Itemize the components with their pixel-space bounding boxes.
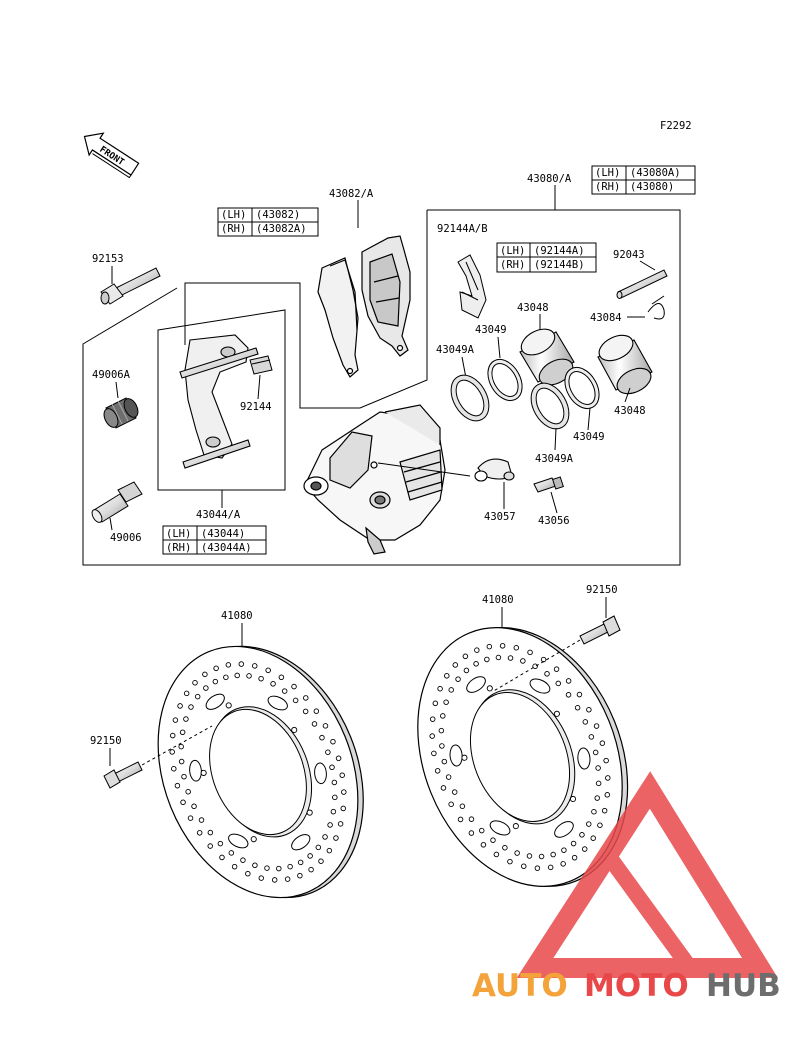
seal-ring-top [487, 359, 523, 401]
pads-rh-part: (43082A) [256, 223, 307, 235]
label-43084: 43084 [590, 312, 622, 324]
label-43080a: 43080/A [527, 173, 572, 185]
pin-clip [647, 295, 665, 320]
label-49006: 49006 [110, 532, 142, 544]
front-arrow-icon: FRONT [83, 132, 140, 179]
spring-rh-part: (92144B) [534, 259, 585, 271]
caliper-lh-side: (LH) [595, 167, 620, 179]
watermark-moto: MOTO [584, 968, 689, 1004]
label-41080-right: 41080 [482, 594, 514, 606]
ref-table-spring: (LH) (92144A) (RH) (92144B) [496, 242, 597, 273]
brake-disc-left [157, 645, 364, 899]
dust-seal-top [450, 374, 490, 422]
caliper-body [303, 404, 446, 555]
bracket-rh-part: (43044A) [201, 542, 252, 554]
label-92043: 92043 [613, 249, 645, 261]
pads-rh-side: (RH) [221, 223, 246, 235]
piston-top [519, 328, 575, 386]
piston-bottom [597, 334, 653, 395]
label-43048-top: 43048 [517, 302, 549, 314]
label-43056: 43056 [538, 515, 570, 527]
rubber-boot [103, 397, 139, 429]
seal-ring-bottom [564, 367, 600, 409]
label-43049a-bottom: 43049A [535, 453, 574, 465]
label-43049-top: 43049 [475, 324, 507, 336]
ref-table-bracket: (LH) (43044) (RH) (43044A) [162, 525, 267, 555]
label-92150-left: 92150 [90, 735, 122, 747]
watermark-hub: HUB [706, 968, 781, 1004]
label-92144ab: 92144A/B [437, 223, 488, 235]
caliper-rh-part: (43080) [630, 181, 674, 193]
ref-table-pads: (LH) (43082) (RH) (43082A) [217, 207, 319, 237]
slide-pin [91, 481, 143, 523]
label-49006a: 49006A [92, 369, 131, 381]
label-92153: 92153 [92, 253, 124, 265]
pad-pin [616, 269, 668, 299]
spring-rh-side: (RH) [500, 259, 525, 271]
spring-lh-side: (LH) [500, 245, 525, 257]
dust-seal-bottom [530, 382, 570, 430]
label-43082a: 43082/A [329, 188, 374, 200]
label-92150-right: 92150 [586, 584, 618, 596]
label-43049-bottom: 43049 [573, 431, 605, 443]
watermark-logo: AUTO MOTO HUB [472, 771, 781, 1004]
mounting-bolt [100, 267, 161, 305]
brake-pads [317, 235, 411, 378]
figure-code: F2292 [660, 120, 692, 132]
caliper-lh-part: (43080A) [630, 167, 681, 179]
caliper-bracket [179, 334, 259, 469]
bracket-rh-side: (RH) [166, 542, 191, 554]
bracket-lh-part: (43044) [201, 528, 245, 540]
ref-table-caliper: (LH) (43080A) (RH) (43080) [591, 165, 696, 195]
label-92144: 92144 [240, 401, 272, 413]
caliper-assembly-outline [82, 185, 681, 566]
label-43048-bottom: 43048 [614, 405, 646, 417]
bleeder-valve [533, 476, 564, 493]
watermark-triangle-icon [516, 771, 778, 978]
pads-lh-part: (43082) [256, 209, 300, 221]
bracket-lh-side: (LH) [166, 528, 191, 540]
label-43057: 43057 [484, 511, 516, 523]
spring-lh-part: (92144A) [534, 245, 585, 257]
label-43044a: 43044/A [196, 509, 241, 521]
label-41080-left: 41080 [221, 610, 253, 622]
pad-spring [457, 254, 487, 319]
brake-disc-right [417, 627, 629, 887]
pads-lh-side: (LH) [221, 209, 246, 221]
bracket-spring [249, 355, 273, 375]
caliper-rh-side: (RH) [595, 181, 620, 193]
watermark-auto: AUTO [472, 968, 568, 1004]
label-43049a-top: 43049A [436, 344, 475, 356]
bleeder-cap [474, 458, 515, 482]
disc-bolt-left [103, 761, 143, 789]
disc-bolt-right [579, 615, 621, 645]
